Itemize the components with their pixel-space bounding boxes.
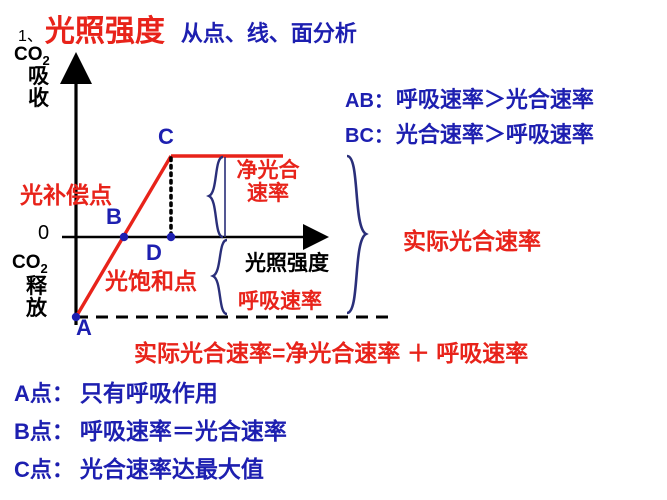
page-title: 1、 光照强度 从点、线、面分析 — [18, 6, 357, 50]
label-light-saturation-point: 光饱和点 — [105, 268, 197, 294]
point-label-a: A — [76, 315, 92, 340]
segment-bc-key: BC： — [345, 125, 394, 147]
label-net-photosynthesis-rate: 净光合 速率 — [228, 159, 308, 205]
label-light-compensation-point: 光补偿点 — [20, 182, 112, 208]
point-label-d: D — [146, 240, 162, 265]
co2-subscript-top: 2 — [42, 52, 50, 68]
co2-text-bottom: CO — [12, 252, 41, 273]
label-actual-photosynthesis-rate: 实际光合速率 — [403, 228, 541, 254]
title-subtitle: 从点、线、面分析 — [180, 21, 357, 46]
note-point-c: C点： 光合速率达最大值 — [14, 450, 264, 484]
point-B — [119, 232, 129, 242]
point-D — [166, 232, 176, 242]
y-axis-origin-label: 0 — [38, 222, 50, 244]
note-point-b-value: 呼吸速率＝光合速率 — [79, 418, 287, 444]
label-respiration-rate: 呼吸速率 — [238, 290, 322, 313]
note-point-a: A点： 只有呼吸作用 — [14, 374, 218, 408]
x-axis-label-light-intensity: 光照强度 — [245, 252, 329, 275]
brace-actual-photosynthesis — [346, 154, 369, 315]
brace-net-photosynthesis — [206, 155, 224, 239]
segment-annotation-bc: BC： 光合速率＞呼吸速率 — [345, 117, 594, 149]
note-point-b-key: B点： — [14, 419, 74, 444]
note-point-b: B点： 呼吸速率＝光合速率 — [14, 412, 287, 446]
note-point-a-value: 只有呼吸作用 — [79, 380, 218, 406]
co2-text-top: CO — [14, 44, 43, 65]
note-point-a-key: A点： — [14, 381, 74, 406]
y-axis-label-co2-release-gas: CO2 — [12, 252, 48, 276]
y-axis-label-release: 释放 — [26, 275, 47, 321]
brace-respiration-rate — [210, 238, 228, 316]
photosynthesis-equation: 实际光合速率=净光合速率 ＋ 呼吸速率 — [134, 340, 529, 366]
title-main: 光照强度 — [44, 15, 165, 48]
segment-ab-value: 呼吸速率＞光合速率 — [395, 87, 594, 112]
point-label-c: C — [158, 124, 174, 149]
title-number: 1、 — [18, 28, 43, 45]
y-axis-label-uptake: 吸收 — [28, 65, 49, 111]
note-point-c-value: 光合速率达最大值 — [79, 456, 264, 482]
note-point-c-key: C点： — [14, 457, 74, 482]
y-axis-label-co2-uptake-gas: CO2 — [14, 44, 50, 68]
label-net-photosynthesis-line2: 速率 — [247, 181, 289, 205]
segment-annotation-ab: AB： 呼吸速率＞光合速率 — [345, 82, 594, 114]
segment-bc-value: 光合速率＞呼吸速率 — [395, 122, 594, 147]
co2-subscript-bottom: 2 — [40, 260, 48, 276]
point-label-b: B — [106, 204, 122, 229]
segment-ab-key: AB： — [345, 90, 394, 112]
label-net-photosynthesis-line1: 净光合 — [236, 159, 300, 182]
